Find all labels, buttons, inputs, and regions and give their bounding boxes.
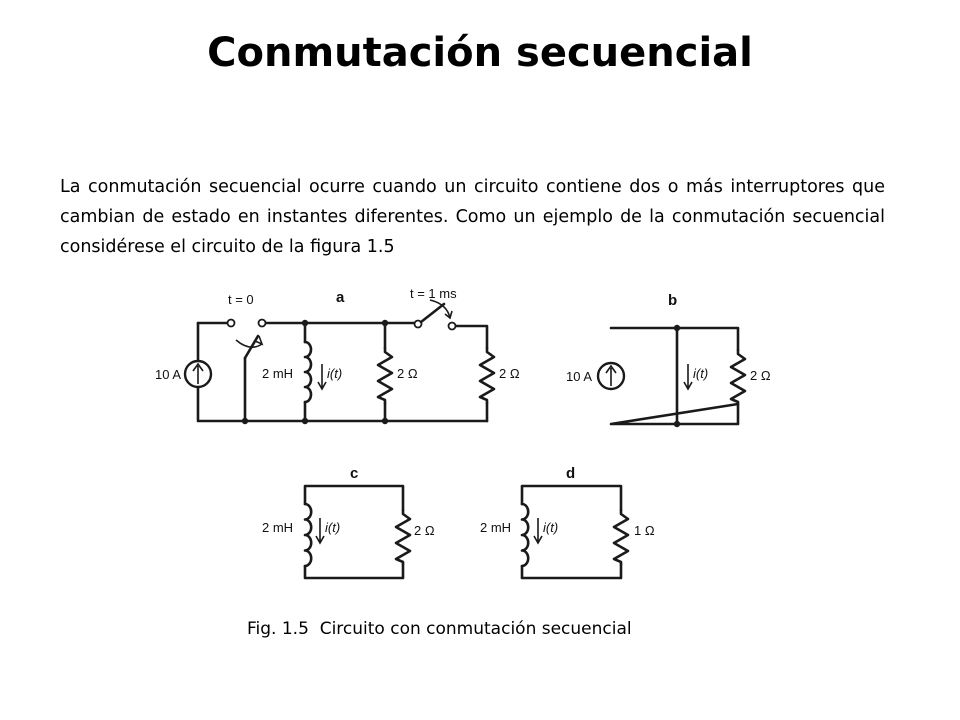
circuit-b-letter: b (668, 292, 677, 309)
circuit-d-letter: d (566, 465, 575, 482)
resistor-b-label: 2 Ω (750, 368, 771, 383)
circuit-a-letter: a (336, 289, 345, 306)
current-arrow-b (683, 364, 693, 391)
current-arrow-d (533, 518, 543, 545)
switch2-contact-right (447, 321, 457, 331)
switch2-label: t = 1 ms (410, 286, 457, 301)
current-c-label: i(t) (325, 520, 340, 535)
inductor-a (303, 340, 313, 404)
source-a-label: 10 A (155, 367, 181, 382)
resistor-a-1-label: 2 Ω (397, 366, 418, 381)
switch1-contact-right (257, 318, 267, 328)
circuit-d: d 2 mH i(t) 1 Ω (480, 465, 655, 580)
switch1-label: t = 0 (228, 292, 254, 307)
resistor-b (729, 348, 747, 406)
resistor-c (394, 508, 412, 566)
inductor-d (520, 502, 530, 568)
slide-title: Conmutación secuencial (207, 30, 753, 76)
current-arrow-c (315, 518, 325, 545)
source-b-label: 10 A (566, 369, 592, 384)
circuit-c-letter: c (350, 465, 358, 482)
circuit-b: b 10 A i(t) 2 Ω (566, 292, 771, 428)
resistor-d (612, 508, 630, 566)
figure-caption: Fig. 1.5 Circuito con conmutación secuen… (247, 619, 632, 639)
intro-paragraph: La conmutación secuencial ocurre cuando … (60, 177, 885, 257)
current-d-label: i(t) (543, 520, 558, 535)
inductor-c (303, 502, 313, 568)
current-arrow-a (317, 364, 327, 391)
circuit-c: c 2 mH i(t) 2 Ω (262, 465, 435, 580)
resistor-d-label: 1 Ω (634, 523, 655, 538)
resistor-a-2-label: 2 Ω (499, 366, 520, 381)
inductor-d-label: 2 mH (480, 520, 511, 535)
switch2-blade (419, 302, 446, 324)
resistor-c-label: 2 Ω (414, 523, 435, 538)
current-b-label: i(t) (693, 366, 708, 381)
resistor-a-2 (478, 346, 496, 405)
switch1-contact-left (226, 318, 236, 328)
circuit-a: a t = 0 t = 1 ms 10 A 2 mH i(t (155, 286, 520, 425)
resistor-a-1 (376, 346, 394, 405)
inductor-c-label: 2 mH (262, 520, 293, 535)
inductor-a-label: 2 mH (262, 366, 293, 381)
current-a-label: i(t) (327, 366, 342, 381)
